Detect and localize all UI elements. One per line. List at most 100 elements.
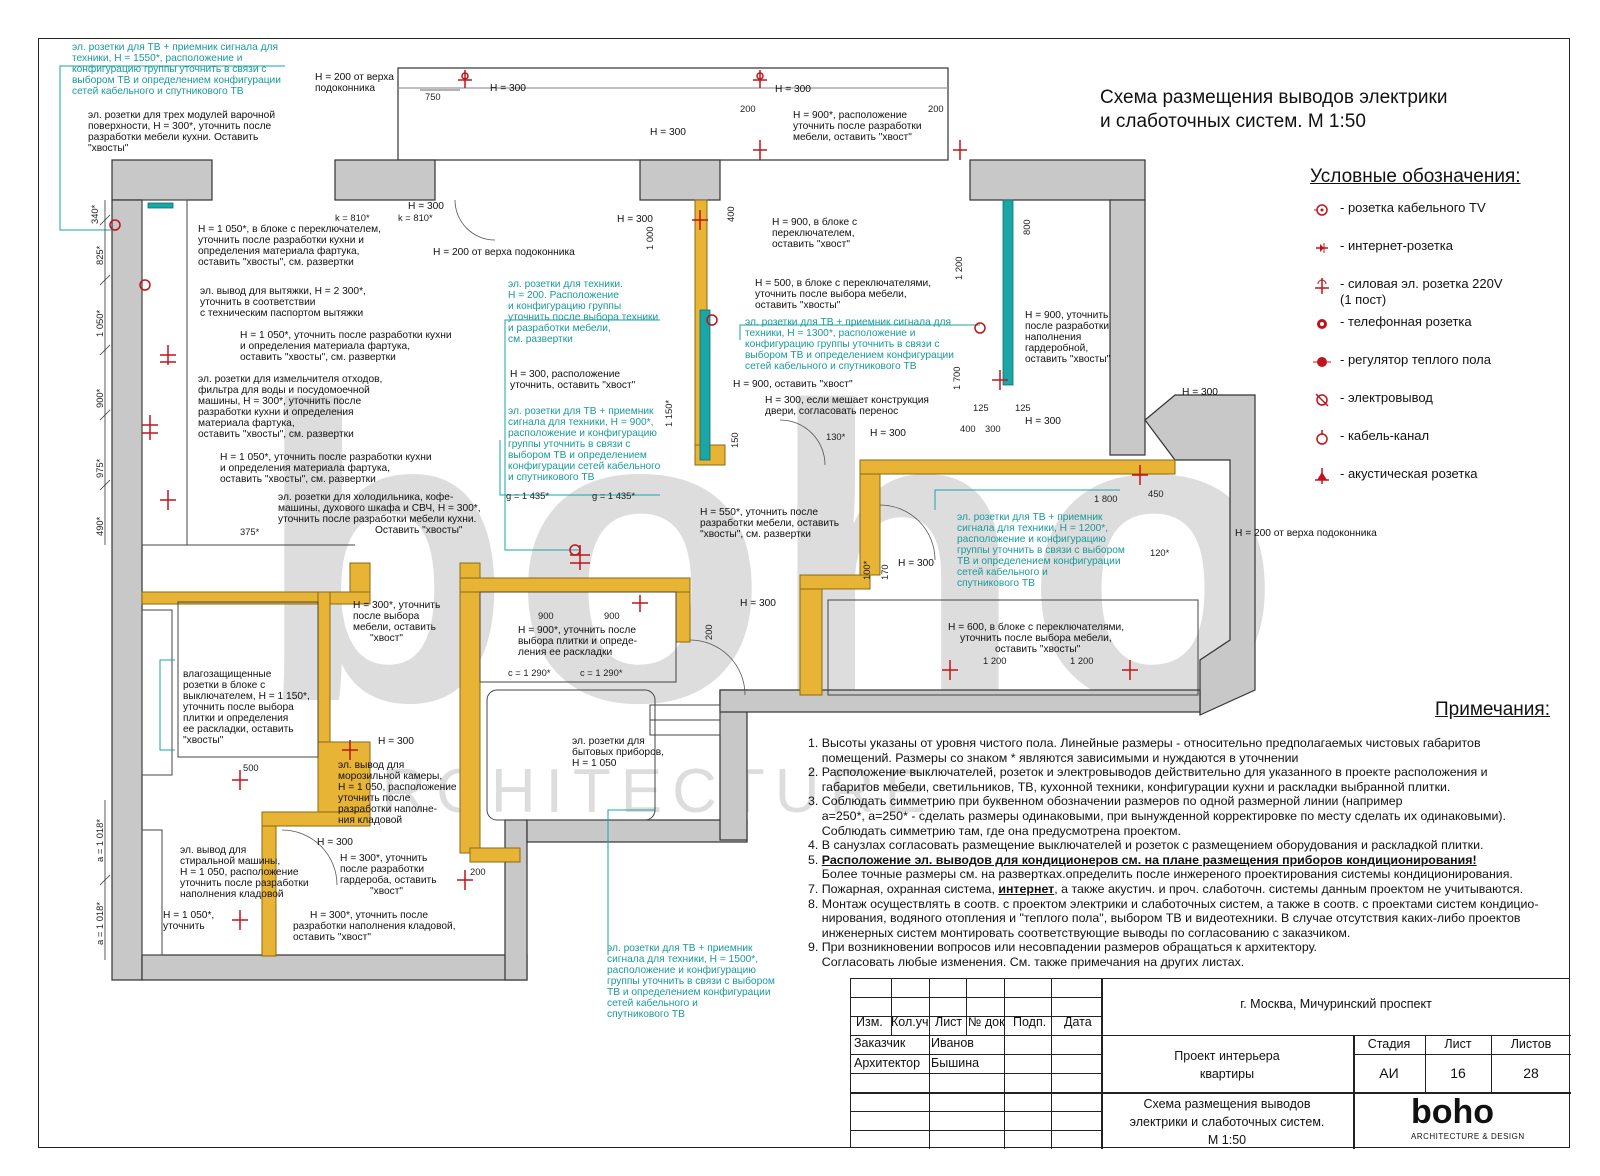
svg-text:эл. розетки для измельчителя о: эл. розетки для измельчителя отходов,фил… — [198, 374, 382, 440]
note-line: 8. Монтаж осуществлять в соотв. с проект… — [808, 896, 1539, 911]
drawing-frame — [38, 38, 1570, 1148]
legend-item-phone: - телефонная розетка — [1310, 314, 1580, 352]
legend-label: - силовая эл. розетка 220V — [1340, 276, 1503, 291]
legend-item-cable-tv: - розетка кабельного TV — [1310, 200, 1580, 238]
svg-text:500: 500 — [243, 762, 259, 773]
notes-title: Примечания: — [1435, 699, 1550, 720]
outlet-symbols — [109, 70, 1148, 930]
note-line: Согласовать любые изменения. См. также п… — [808, 954, 1245, 969]
floor-heating-regulator-icon — [706, 314, 718, 326]
svg-text:k = 810*: k = 810* — [335, 212, 370, 223]
grid-line — [966, 979, 967, 1035]
power-outlet-icon — [753, 140, 767, 160]
acoustic-outlet-icon — [1315, 468, 1329, 484]
legend-item-electrical-output: - электровывод — [1310, 390, 1580, 428]
sheet-title-line2: и слаботочных систем. М 1:50 — [1100, 111, 1366, 132]
sheet-value: 16 — [1450, 1065, 1466, 1081]
customer-name: Иванов — [931, 1036, 974, 1050]
svg-text:1 200: 1 200 — [983, 655, 1006, 666]
svg-text:200: 200 — [928, 103, 944, 114]
legend-item-internet: - интернет-розетка — [1310, 238, 1580, 276]
architect-name: Бышина — [931, 1056, 980, 1070]
cable-tv-outlet-icon — [109, 219, 121, 231]
grid-line — [1353, 1035, 1355, 1149]
power-outlet-icon — [232, 770, 248, 790]
svg-text:300: 300 — [985, 423, 1001, 434]
grid-line — [851, 1111, 1101, 1112]
grid-line — [851, 997, 1101, 998]
electrical-output-icon — [1315, 393, 1329, 407]
sheet-title-line1: Схема размещения выводов электрики — [1100, 87, 1448, 108]
svg-text:H = 200 от верха подоконника: H = 200 от верха подоконника — [1235, 528, 1377, 539]
grid-line — [1353, 1054, 1571, 1055]
grid-line — [851, 1016, 1101, 1017]
leader-lines — [59, 65, 1120, 955]
svg-text:a = 1 018*: a = 1 018* — [94, 902, 105, 945]
legend-title: Условные обозначения: — [1310, 166, 1521, 187]
power-outlet-icon — [1132, 465, 1148, 485]
svg-text:125: 125 — [973, 402, 989, 413]
svg-text:400: 400 — [725, 206, 736, 222]
svg-text:100*: 100* — [861, 560, 872, 580]
watermark-sub: ARCHITECTURE — [330, 757, 936, 826]
sheet-name: Схема размещения выводов электрики и сла… — [1101, 1095, 1353, 1149]
svg-text:200: 200 — [470, 866, 486, 877]
svg-text:750: 750 — [425, 91, 441, 102]
stamp-header-kol: Кол.уч — [891, 1015, 929, 1029]
svg-text:825*: 825* — [94, 245, 105, 265]
grid-line — [1004, 979, 1005, 1149]
power-outlet-icon — [992, 370, 1008, 390]
power-outlet-icon — [142, 415, 158, 440]
grid-line — [929, 979, 930, 1149]
svg-text:c = 1 290*: c = 1 290* — [508, 667, 551, 678]
power-outlet-icon — [942, 660, 958, 680]
svg-text:1 050*: 1 050* — [94, 310, 105, 337]
legend-item-cable-channel: - кабель-канал — [1310, 428, 1580, 466]
svg-text:H = 300: H = 300 — [870, 428, 906, 439]
floor-heating-regulator-icon — [1313, 357, 1331, 367]
note-line: помещений. Размеры со знаком * являются … — [808, 750, 1299, 765]
svg-text:эл. розетки для холодильника,: эл. розетки для холодильника, кофе-машин… — [278, 491, 481, 536]
power-outlet-icon — [160, 345, 176, 365]
svg-text:1 200: 1 200 — [1070, 655, 1093, 666]
legend-label: - интернет-розетка — [1340, 238, 1453, 253]
grid-line — [891, 979, 892, 1035]
legend-item-power: - силовая эл. розетка 220V(1 пост) — [1310, 276, 1580, 314]
stamp-header-izm: Изм. — [856, 1015, 883, 1029]
legend-item-heating: - регулятор теплого пола — [1310, 352, 1580, 390]
note-line: 4. В санузлах согласовать размещение вык… — [808, 838, 1484, 853]
power-outlet-icon — [458, 70, 472, 88]
stage-label: Стадия — [1367, 1037, 1411, 1051]
svg-text:H = 200 от верха подоконника: H = 200 от верха подоконника — [433, 247, 575, 258]
svg-text:900: 900 — [604, 610, 620, 621]
title-block: Изм. Кол.уч Лист № док Подп. Дата Заказч… — [850, 978, 1571, 1149]
note-line: Соблюдать симметрию там, где она предусм… — [808, 823, 1181, 838]
svg-text:H = 300: H = 300 — [1025, 416, 1061, 427]
project-name-line1: Проект интерьера — [1174, 1049, 1280, 1063]
legend-item-acoustic: - акустическая розетка — [1310, 466, 1580, 504]
svg-text:H = 1 050*, уточнить после раз: H = 1 050*, уточнить после разработки ку… — [240, 329, 452, 363]
svg-text:H = 900, оставить "хвост": H = 900, оставить "хвост" — [733, 379, 853, 390]
sheet-title: Схема размещения выводов электрики и сла… — [1100, 86, 1550, 134]
svg-text:H = 300: H = 300 — [775, 84, 811, 95]
door-swings — [281, 199, 936, 886]
svg-text:g = 1 435*: g = 1 435* — [592, 490, 635, 501]
grid-line — [851, 1092, 1571, 1094]
note-bold: интернет — [998, 881, 1055, 896]
boho-logo: boho ARCHITECTURE & DESIGN — [1411, 1093, 1525, 1141]
grid-line — [851, 1073, 1101, 1074]
svg-text:H = 500, в блоке с переключате: H = 500, в блоке с переключателями,уточн… — [755, 277, 931, 311]
power-outlet-icon — [632, 595, 648, 612]
svg-text:эл. розетки для ТВ + приемник: эл. розетки для ТВ + приемник сигнала дл… — [72, 42, 281, 97]
stamp-header-date: Дата — [1064, 1015, 1092, 1029]
